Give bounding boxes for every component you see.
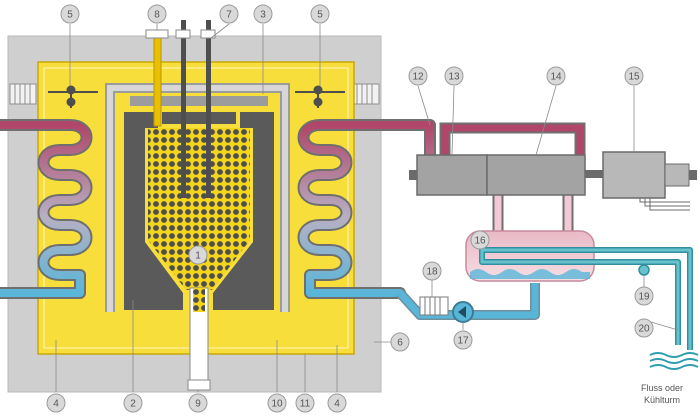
callout-8: 8 [147,4,167,24]
caption-line-2: Kühlturm [644,395,680,405]
left-vent [9,83,37,105]
callout-4a: 4 [46,393,66,413]
callout-19: 19 [634,286,654,306]
callout-label: 18 [426,267,438,278]
callout-label: 5 [317,10,323,21]
callout-18: 18 [422,261,442,281]
callout-label: 8 [154,10,160,21]
callout-16: 16 [470,230,490,250]
generator [602,151,666,199]
callout-label: 5 [67,10,73,21]
callout-13: 13 [444,66,464,86]
steam-loop [439,122,586,157]
condenser [465,230,595,282]
steam-generator-left [0,119,93,299]
preheater [419,296,449,316]
callout-label: 7 [226,10,232,21]
callout-4b: 4 [327,393,347,413]
power-output-lines [639,198,690,211]
callout-label: 11 [300,399,311,410]
callout-5b: 5 [310,4,330,24]
river-waves [649,352,699,370]
callout-label: 2 [130,399,136,410]
callout-label: 6 [397,338,403,349]
callout-label: 3 [260,10,266,21]
callout-3: 3 [253,4,273,24]
callout-label: 13 [448,72,460,83]
callout-11: 11 [295,393,315,413]
turbine-lp [486,154,586,196]
callout-label: 12 [412,72,424,83]
control-rod-2 [206,20,211,198]
control-rod [181,20,186,198]
callout-label: 4 [53,399,59,410]
callout-17: 17 [453,330,473,350]
callout-7: 7 [219,4,239,24]
callout-label: 15 [628,72,640,83]
callout-label: 14 [550,72,562,83]
callout-label: 19 [638,292,650,303]
circulator-right [295,85,345,108]
callout-5a: 5 [60,4,80,24]
callout-label: 10 [271,399,283,410]
circulator-left [48,85,98,108]
callout-2: 2 [123,393,143,413]
callout-label: 1 [195,251,201,262]
steam-generator-right [297,119,436,299]
graphite-reflector [124,112,183,310]
callout-label: 4 [334,399,340,410]
turbine-hp [416,154,488,196]
callout-14: 14 [546,66,566,86]
cooling-water-loop [479,247,693,350]
callout-10: 10 [267,393,287,413]
callout-label: 9 [195,399,201,410]
callout-label: 17 [457,336,469,347]
callout-label: 16 [474,236,486,247]
pebble-bed-core [148,128,250,290]
fuel-feed-pipe [153,29,162,127]
callout-12: 12 [408,66,428,86]
callout-6: 6 [390,332,410,352]
callout-20: 20 [634,318,654,338]
callout-label: 20 [638,324,650,335]
callout-15: 15 [624,66,644,86]
right-vent [351,83,380,105]
cooling-pump [638,264,650,276]
callout-1: 1 [188,245,208,265]
callout-9: 9 [188,393,208,413]
caption-line-1: Fluss oder [641,383,683,393]
